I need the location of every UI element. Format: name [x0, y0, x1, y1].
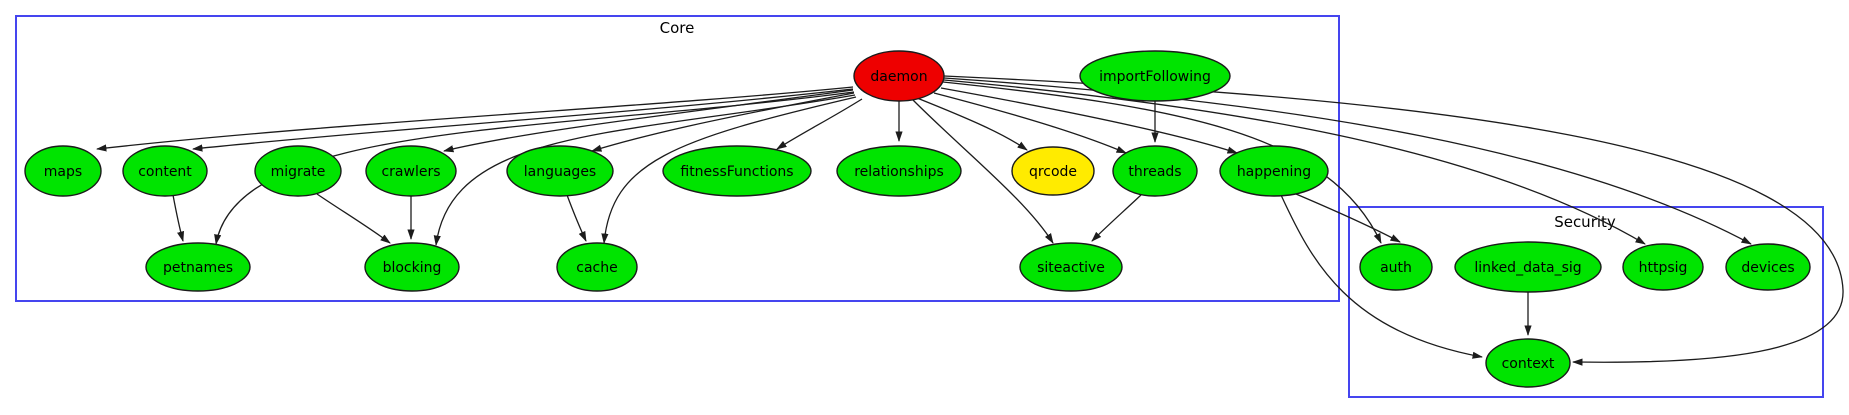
node-relationships-shape [836, 145, 962, 197]
edge-daemon-to-happening [940, 87, 1238, 154]
edge-languages-to-cache [566, 194, 587, 242]
node-linked_data_sig: linked_data_sig [1454, 241, 1602, 293]
node-blocking: blocking [364, 242, 460, 292]
cluster-security-box [1348, 206, 1824, 398]
node-importFollowing: importFollowing [1079, 50, 1231, 102]
node-migrate-shape [254, 145, 342, 197]
node-petnames-label: petnames [163, 260, 233, 276]
node-devices-shape [1725, 243, 1811, 291]
node-httpsig: httpsig [1622, 243, 1704, 291]
node-migrate-label: migrate [271, 164, 326, 180]
node-httpsig-label: httpsig [1639, 260, 1688, 276]
node-blocking-shape [364, 242, 460, 292]
node-threads-label: threads [1128, 164, 1181, 180]
edge-daemon-to-httpsig [943, 79, 1646, 245]
node-linked_data_sig-shape [1454, 241, 1602, 293]
node-petnames-shape [145, 242, 251, 292]
cluster-core-label: Core [660, 19, 695, 37]
edge-daemon-to-blocking [433, 94, 856, 246]
node-crawlers-label: crawlers [381, 164, 440, 180]
node-devices: devices [1725, 243, 1811, 291]
edge-daemon-to-cache [601, 96, 857, 244]
edge-daemon-to-content [192, 88, 854, 152]
edge-daemon-to-siteactive [912, 99, 1054, 244]
node-content-label: content [138, 164, 192, 180]
node-cache-shape [556, 242, 638, 292]
node-auth-label: auth [1380, 260, 1412, 276]
edge-daemon-to-crawlers [443, 89, 854, 153]
node-languages-shape [506, 145, 614, 197]
node-happening-label: happening [1237, 164, 1311, 180]
edge-layer [96, 75, 1844, 366]
edge-daemon-to-qrcode [916, 97, 1028, 151]
node-qrcode-shape [1011, 146, 1095, 196]
node-auth: auth [1359, 243, 1433, 291]
node-context-label: context [1502, 356, 1555, 372]
cluster-security-label: Security [1554, 213, 1616, 231]
node-happening: happening [1219, 145, 1329, 197]
node-daemon-shape [853, 50, 945, 102]
node-threads-shape [1112, 145, 1198, 197]
node-maps-shape [24, 145, 102, 197]
node-siteactive: siteactive [1019, 242, 1123, 292]
node-qrcode: qrcode [1011, 146, 1095, 196]
node-cache: cache [556, 242, 638, 292]
edge-daemon-to-fitnessFunctions [776, 98, 863, 150]
node-auth-shape [1359, 243, 1433, 291]
node-happening-shape [1219, 145, 1329, 197]
node-siteactive-shape [1019, 242, 1123, 292]
node-maps: maps [24, 145, 102, 197]
node-migrate: migrate [254, 145, 342, 197]
edge-happening-to-context [1280, 194, 1483, 359]
node-fitnessFunctions: fitnessFunctions [662, 145, 812, 197]
node-qrcode-label: qrcode [1029, 164, 1077, 180]
edge-daemon-to-threads [933, 92, 1127, 154]
edge-happening-to-auth [1295, 193, 1401, 243]
node-importFollowing-label: importFollowing [1099, 69, 1211, 85]
edge-daemon-to-auth [942, 81, 1382, 244]
cluster-core-box [15, 15, 1340, 302]
node-httpsig-shape [1622, 243, 1704, 291]
node-blocking-label: blocking [383, 260, 442, 276]
node-context: context [1485, 338, 1571, 388]
node-content: content [122, 145, 208, 197]
node-languages-label: languages [524, 164, 596, 180]
node-siteactive-label: siteactive [1037, 260, 1105, 276]
node-threads: threads [1112, 145, 1198, 197]
node-linked_data_sig-label: linked_data_sig [1474, 260, 1581, 276]
node-crawlers: crawlers [365, 145, 457, 197]
edge-daemon-to-context [943, 75, 1844, 366]
node-devices-label: devices [1741, 260, 1794, 276]
edge-threads-to-siteactive [1091, 194, 1142, 242]
node-daemon-label: daemon [870, 69, 927, 85]
node-context-shape [1485, 338, 1571, 388]
node-layer: daemon importFollowing maps content migrate c… [24, 50, 1811, 388]
node-daemon: daemon [853, 50, 945, 102]
edge-content-to-petnames [172, 194, 185, 242]
node-maps-label: maps [44, 164, 82, 180]
node-petnames: petnames [145, 242, 251, 292]
edge-daemon-to-languages [591, 92, 855, 152]
node-languages: languages [506, 145, 614, 197]
node-content-shape [122, 145, 208, 197]
node-relationships: relationships [836, 145, 962, 197]
node-relationships-label: relationships [854, 164, 944, 180]
node-fitnessFunctions-shape [662, 145, 812, 197]
node-importFollowing-shape [1079, 50, 1231, 102]
node-crawlers-shape [365, 145, 457, 197]
edge-migrate-to-blocking [316, 193, 391, 244]
node-cache-label: cache [576, 260, 617, 276]
node-fitnessFunctions-label: fitnessFunctions [680, 164, 793, 180]
edge-daemon-to-maps [96, 86, 854, 152]
